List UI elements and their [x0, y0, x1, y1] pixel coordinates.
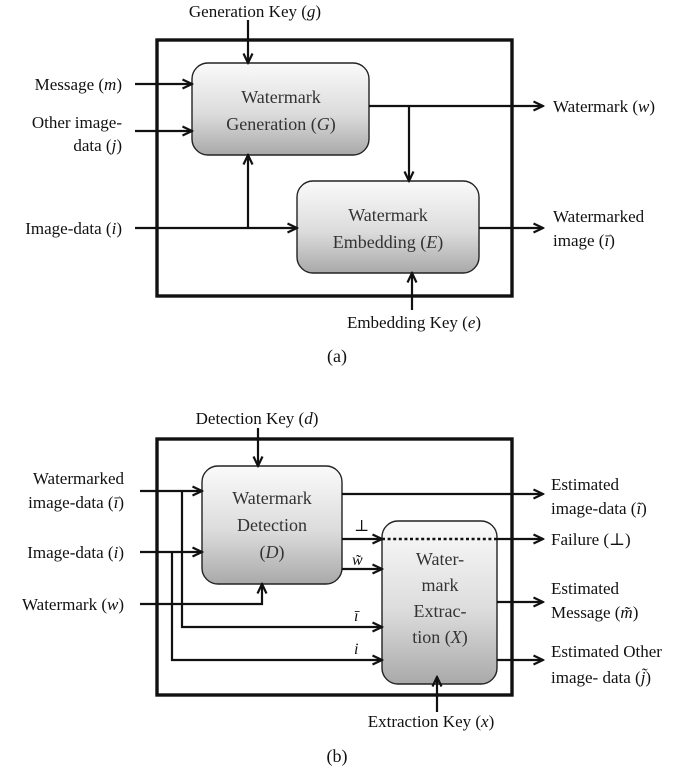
image-data-label: Image-data (i) [25, 219, 122, 238]
detection-box-line1: Watermark [232, 488, 312, 508]
estimated-message-label-line1: Estimated [551, 579, 619, 598]
watermarked-image-data-label-line2: image-data (ī) [28, 493, 124, 512]
generation-box-line1: Watermark [241, 87, 321, 107]
watermark-output-label: Watermark (w) [553, 97, 655, 116]
i-bar-arrow [180, 491, 382, 627]
watermarked-image-label-line2: image (ī) [553, 231, 615, 250]
embedding-key-label: Embedding Key (e) [347, 313, 481, 332]
diagram-a-frame [155, 38, 514, 298]
embedding-box-line2: Embedding (E) [333, 232, 443, 253]
estimated-image-data-label-line1: Estimated [551, 475, 619, 494]
extraction-box-line3: Extrac- [414, 601, 467, 621]
diagram-b-frame [155, 437, 514, 697]
image-data-label-b: Image-data (i) [27, 543, 124, 562]
failure-label: Failure (⊥) [551, 530, 631, 549]
embedding-box-line1: Watermark [348, 205, 428, 225]
detection-box-line3: (D) [260, 542, 285, 563]
diagram-a: Generation Key (g) Message (m) Other ima… [25, 2, 655, 367]
watermark-embedding-box [296, 180, 480, 274]
perp-symbol: ⊥ [354, 518, 369, 535]
extraction-box-line2: mark [422, 575, 459, 595]
extraction-box-line4: tion (X) [412, 627, 468, 648]
extraction-key-label: Extraction Key (x) [368, 712, 495, 731]
detection-box-line2: Detection [237, 515, 307, 535]
w-tilde-symbol: w̃ [352, 552, 363, 569]
estimated-other-label-line1: Estimated Other [551, 642, 662, 661]
watermarked-image-data-label-line1: Watermarked [33, 469, 125, 488]
watermark-detection-box [201, 465, 343, 585]
caption-b: (b) [327, 746, 348, 767]
watermark-input-arrow [140, 584, 262, 606]
estimated-other-label-line2: image- data (j̃) [551, 668, 651, 687]
message-label: Message (m) [35, 75, 122, 94]
i-symbol: i [354, 641, 358, 658]
other-image-data-label-line1: Other image- [32, 113, 122, 132]
estimated-image-data-label-line2: image-data (ĩ) [551, 499, 647, 518]
watermark-input-label: Watermark (w) [22, 595, 124, 614]
diagram-b: Detection Key (d) Watermarked image-data… [22, 409, 662, 767]
other-image-data-label-line2: data (j) [73, 136, 122, 155]
generation-key-label: Generation Key (g) [189, 2, 321, 21]
i-bar-symbol: ī [354, 608, 360, 625]
estimated-message-label-line2: Message (m̃) [551, 603, 638, 622]
watermark-generation-box [191, 62, 370, 156]
watermarked-image-label-line1: Watermarked [553, 207, 645, 226]
extraction-box-line1: Water- [416, 549, 464, 569]
generation-box-line2: Generation (G) [226, 114, 335, 135]
caption-a: (a) [327, 346, 347, 367]
i-arrow [170, 552, 382, 660]
detection-key-label: Detection Key (d) [196, 409, 319, 428]
